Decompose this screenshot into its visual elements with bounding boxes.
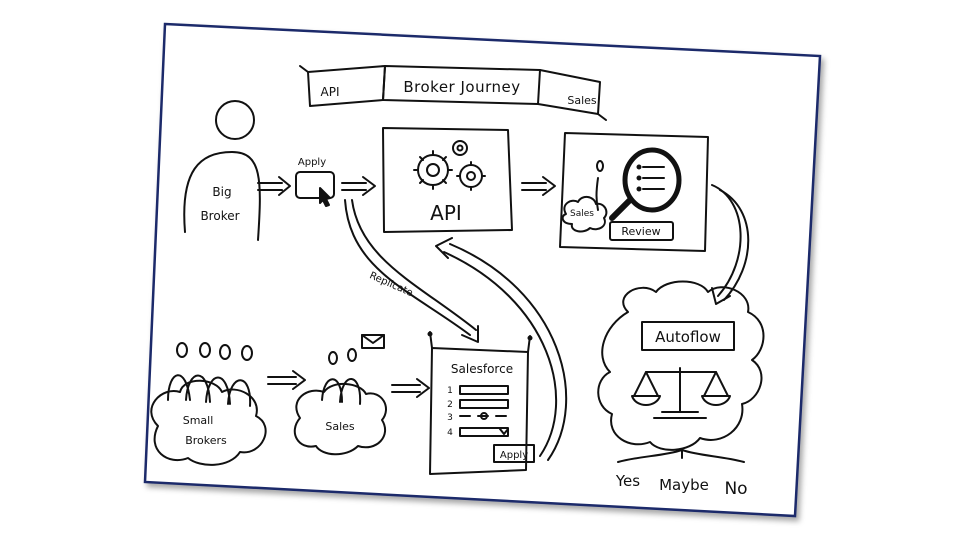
outcome-maybe: Maybe (659, 476, 709, 494)
autoflow-title-box (641, 321, 735, 351)
big-broker-line2: Broker (200, 209, 239, 223)
arrow-api-to-review (521, 176, 556, 196)
salesforce-row-3: 3 (447, 413, 453, 423)
apply-screen (295, 171, 335, 207)
cloud-icon (293, 383, 387, 456)
gears-icon (413, 140, 486, 191)
big-broker-line1: Big (212, 185, 231, 199)
arrow-salesforce-to-api (435, 237, 568, 461)
arrow-small-to-sales (267, 370, 306, 390)
paper-sheet (143, 22, 822, 518)
scales-icon (631, 367, 731, 419)
salesforce-row-4: 4 (447, 428, 453, 438)
magnifier-icon (609, 147, 682, 221)
salesforce-form (427, 331, 535, 475)
banner (299, 65, 607, 121)
cursor-icon (319, 187, 331, 207)
arrow-replicate (344, 199, 479, 343)
arrow-apply-to-api (341, 176, 376, 196)
salesforce-apply-button (493, 444, 535, 463)
arrow-review-to-autoflow (711, 184, 750, 305)
outcome-no: No (724, 479, 747, 499)
arrow-sales-to-salesforce (391, 378, 430, 398)
small-brokers-line2: Brokers (185, 434, 227, 447)
banner-left-flag: API (321, 85, 340, 99)
review-button (609, 221, 674, 241)
salesforce-row-2: 2 (447, 400, 453, 410)
salesforce-row-1: 1 (447, 386, 453, 396)
review-sales-label: Sales (570, 209, 594, 219)
banner-right-flag: Sales (567, 94, 597, 107)
autoflow-cloud (597, 280, 765, 463)
arrow-big-broker-to-apply (257, 176, 291, 196)
salesforce-title: Salesforce (451, 362, 513, 376)
review-button-label: Review (621, 225, 660, 238)
cloud-icon (150, 379, 267, 466)
small-brokers-group (150, 342, 267, 466)
envelope-icon (361, 334, 385, 349)
outcome-yes: Yes (615, 472, 640, 490)
api-box-label: API (430, 201, 462, 225)
review-panel (559, 132, 709, 252)
api-box (382, 127, 513, 233)
person-icon (183, 100, 261, 241)
sales-group (293, 334, 387, 456)
autoflow-title: Autoflow (655, 328, 721, 346)
small-brokers-line1: Small (183, 414, 214, 427)
cloud-icon (561, 196, 608, 233)
banner-title: Broker Journey (403, 78, 520, 96)
sales-group-label: Sales (325, 420, 355, 433)
apply-label: Apply (298, 157, 326, 168)
salesforce-apply-label: Apply (500, 450, 528, 461)
cloud-icon (597, 280, 765, 451)
